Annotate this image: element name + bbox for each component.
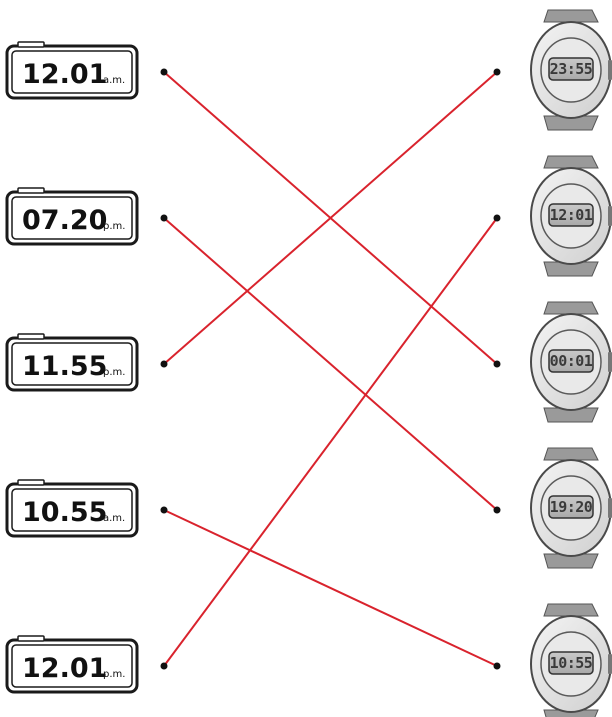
match-line-1 — [163, 217, 498, 511]
clock-dot-2[interactable] — [160, 360, 168, 368]
watch-dot-4[interactable] — [493, 662, 501, 670]
watch-1[interactable]: 12:01 — [530, 155, 612, 277]
watch-4[interactable]: 10:55 — [530, 603, 612, 717]
clock-2[interactable]: 11.55 p.m. — [5, 333, 139, 392]
watch-display: 23:55 — [550, 60, 593, 78]
clock-time: 12.01 — [22, 653, 107, 684]
clock-period: a.m. — [103, 75, 125, 86]
clock-period: a.m. — [103, 513, 125, 524]
connection-dots — [160, 68, 501, 670]
clock-dot-1[interactable] — [160, 214, 168, 222]
match-line-2 — [163, 71, 498, 365]
watch-display: 00:01 — [550, 352, 593, 370]
watch-dot-3[interactable] — [493, 506, 501, 514]
clock-time: 12.01 — [22, 59, 107, 90]
clock-dot-4[interactable] — [160, 662, 168, 670]
watch-dot-0[interactable] — [493, 68, 501, 76]
match-line-4 — [163, 217, 498, 667]
watch-dot-1[interactable] — [493, 214, 501, 222]
watch-2[interactable]: 00:01 — [530, 301, 612, 423]
clock-time: 10.55 — [22, 497, 107, 528]
clock-period: p.m. — [103, 367, 125, 378]
watch-0[interactable]: 23:55 — [530, 9, 612, 131]
clock-4[interactable]: 12.01 p.m. — [5, 635, 139, 694]
clock-3[interactable]: 10.55 a.m. — [5, 479, 139, 538]
watch-3[interactable]: 19:20 — [530, 447, 612, 569]
clock-time: 11.55 — [22, 351, 107, 382]
clock-dot-3[interactable] — [160, 506, 168, 514]
watch-display: 10:55 — [550, 654, 593, 672]
clock-1[interactable]: 07.20 p.m. — [5, 187, 139, 246]
watch-dot-2[interactable] — [493, 360, 501, 368]
match-line-3 — [163, 509, 498, 667]
match-lines — [163, 71, 498, 667]
clock-period: p.m. — [103, 669, 125, 680]
watch-display: 19:20 — [550, 498, 593, 516]
clock-0[interactable]: 12.01 a.m. — [5, 41, 139, 100]
clock-period: p.m. — [103, 221, 125, 232]
watch-display: 12:01 — [550, 206, 593, 224]
clock-dot-0[interactable] — [160, 68, 168, 76]
clock-time: 07.20 — [22, 205, 107, 236]
